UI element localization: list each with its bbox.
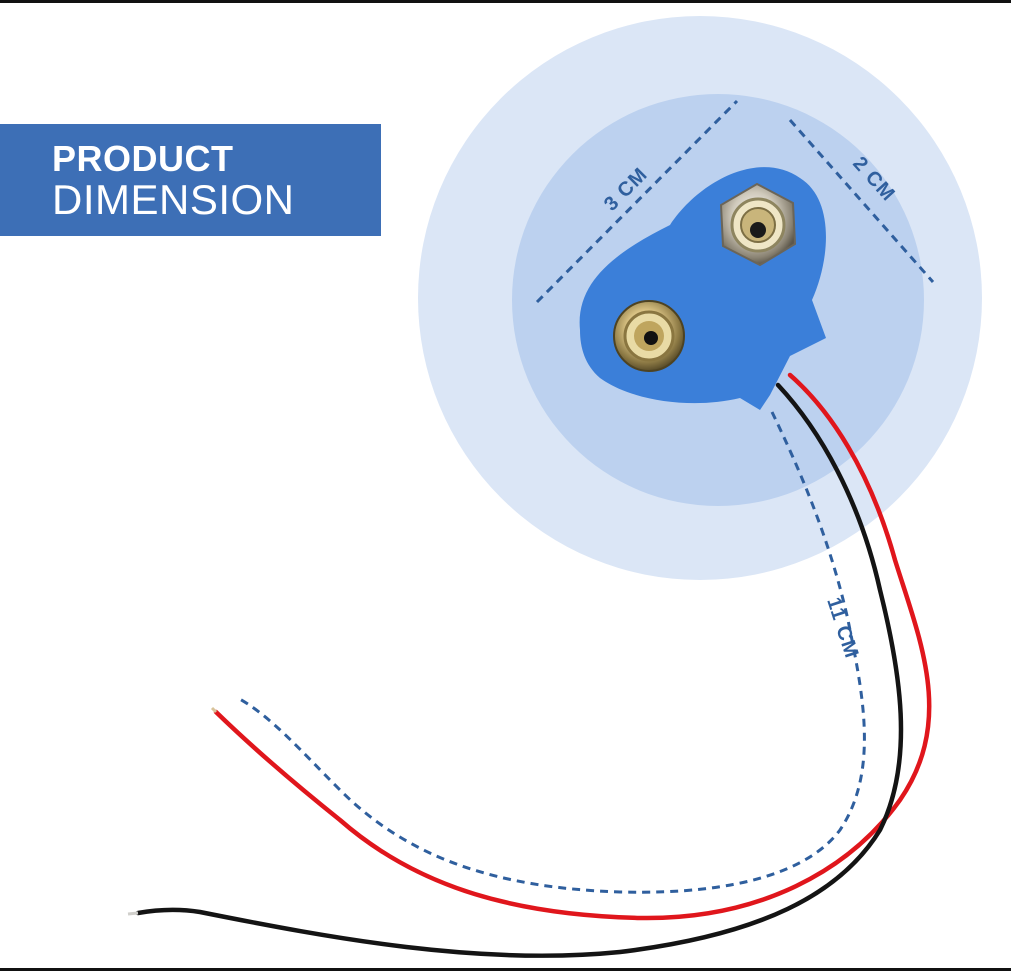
hex-snap-terminal (719, 182, 797, 267)
product-dimension-banner: PRODUCT DIMENSION (0, 124, 381, 236)
top-border (0, 0, 1011, 3)
round-snap-terminal (613, 300, 685, 372)
bottom-border (0, 968, 1011, 971)
banner-title-line2: DIMENSION (52, 176, 295, 223)
wire-length-dimension-line (235, 411, 866, 894)
red-wire (213, 372, 932, 921)
banner-title-line1: PRODUCT (52, 138, 234, 179)
black-wire-tip (127, 911, 139, 916)
width-dimension-line (535, 99, 739, 304)
red-wire-tip (210, 706, 218, 714)
wire-length-label: 11 CM (822, 595, 862, 662)
black-wire (135, 382, 904, 958)
